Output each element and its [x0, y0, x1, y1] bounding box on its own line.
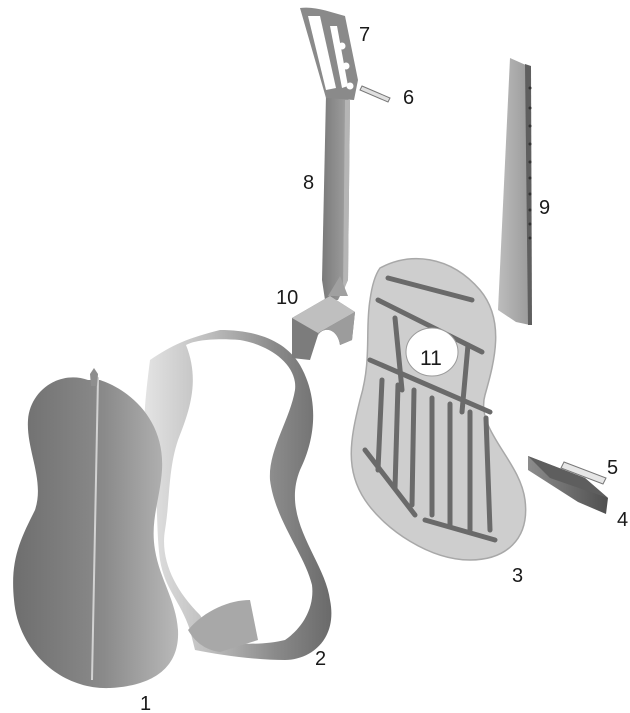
- headstock-part: [300, 8, 358, 100]
- label-headstock: 7: [359, 24, 370, 46]
- fretboard-part: [498, 58, 532, 325]
- label-back: 1: [140, 693, 151, 713]
- label-sides: 2: [315, 648, 326, 670]
- label-heel: 10: [276, 287, 298, 309]
- label-soundhole: 11: [420, 347, 442, 370]
- label-fretboard: 9: [539, 197, 550, 219]
- label-neck: 8: [303, 172, 314, 194]
- label-soundboard: 3: [512, 565, 523, 587]
- label-bridge: 4: [617, 509, 628, 531]
- nut-part: [360, 86, 390, 102]
- neck-part: [322, 95, 350, 300]
- label-saddle: 5: [607, 457, 618, 479]
- label-nut: 6: [403, 87, 414, 109]
